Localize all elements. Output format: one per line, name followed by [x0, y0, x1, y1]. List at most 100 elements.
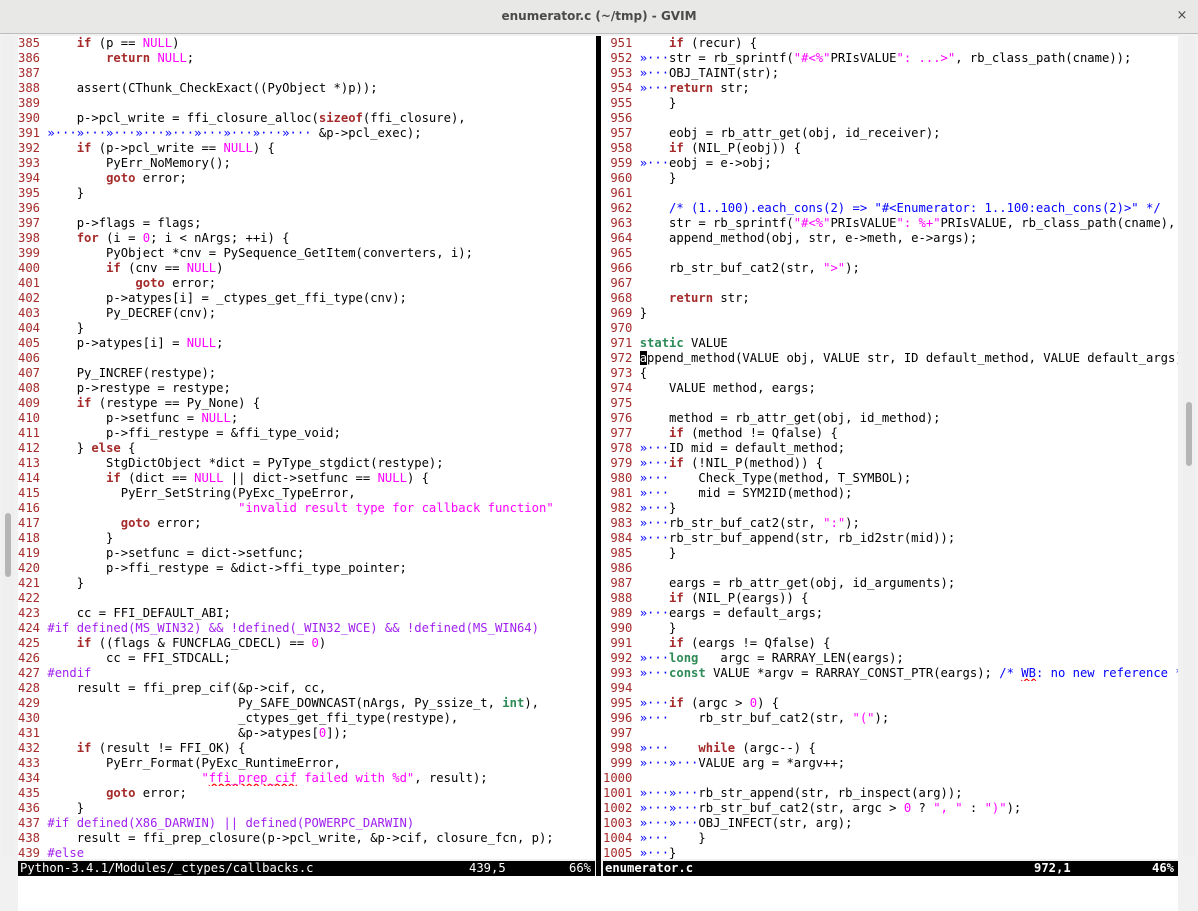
- code-line[interactable]: 397 p->flags = flags;: [18, 216, 595, 231]
- code-line[interactable]: 394 goto error;: [18, 171, 595, 186]
- code-line[interactable]: 1004 »··· }: [603, 831, 1178, 846]
- right-scrollbar[interactable]: [1183, 36, 1195, 856]
- code-line[interactable]: 1005 »···}: [603, 846, 1178, 859]
- code-line[interactable]: 997: [603, 726, 1178, 741]
- code-line[interactable]: 386 return NULL;: [18, 51, 595, 66]
- code-line[interactable]: 998 »··· while (argc--) {: [603, 741, 1178, 756]
- code-line[interactable]: 420 p->ffi_restype = &dict->ffi_type_poi…: [18, 561, 595, 576]
- code-line[interactable]: 991 if (eargs != Qfalse) {: [603, 636, 1178, 651]
- code-line[interactable]: 1001 »···»···rb_str_append(str, rb_inspe…: [603, 786, 1178, 801]
- code-line[interactable]: 419 p->setfunc = dict->setfunc;: [18, 546, 595, 561]
- code-line[interactable]: 981 »··· mid = SYM2ID(method);: [603, 486, 1178, 501]
- code-line[interactable]: 1002 »···»···rb_str_buf_cat2(str, argc >…: [603, 801, 1178, 816]
- code-line[interactable]: 984 »···rb_str_buf_append(str, rb_id2str…: [603, 531, 1178, 546]
- code-line[interactable]: 404 }: [18, 321, 595, 336]
- code-line[interactable]: 977 if (method != Qfalse) {: [603, 426, 1178, 441]
- code-line[interactable]: 410 p->setfunc = NULL;: [18, 411, 595, 426]
- code-line[interactable]: 430 _ctypes_get_ffi_type(restype),: [18, 711, 595, 726]
- code-line[interactable]: 988 if (NIL_P(eargs)) {: [603, 591, 1178, 606]
- code-line[interactable]: 392 if (p->pcl_write == NULL) {: [18, 141, 595, 156]
- code-line[interactable]: 409 if (restype == Py_None) {: [18, 396, 595, 411]
- code-line[interactable]: 437 #if defined(X86_DARWIN) || defined(P…: [18, 816, 595, 831]
- code-line[interactable]: 992 »···long argc = RARRAY_LEN(eargs);: [603, 651, 1178, 666]
- code-line[interactable]: 955 }: [603, 96, 1178, 111]
- code-line[interactable]: 952 »···str = rb_sprintf("#<%"PRIsVALUE"…: [603, 51, 1178, 66]
- code-line[interactable]: 401 goto error;: [18, 276, 595, 291]
- code-line[interactable]: 388 assert(CThunk_CheckExact((PyObject *…: [18, 81, 595, 96]
- code-line[interactable]: 972 append_method(VALUE obj, VALUE str, …: [603, 351, 1178, 366]
- code-line[interactable]: 416 "invalid result type for callback fu…: [18, 501, 595, 516]
- code-line[interactable]: 400 if (cnv == NULL): [18, 261, 595, 276]
- code-line[interactable]: 412 } else {: [18, 441, 595, 456]
- code-line[interactable]: 1000: [603, 771, 1178, 786]
- code-line[interactable]: 408 p->restype = restype;: [18, 381, 595, 396]
- code-line[interactable]: 398 for (i = 0; i < nArgs; ++i) {: [18, 231, 595, 246]
- code-line[interactable]: 406: [18, 351, 595, 366]
- code-line[interactable]: 976 method = rb_attr_get(obj, id_method)…: [603, 411, 1178, 426]
- command-line[interactable]: [18, 876, 1178, 911]
- code-line[interactable]: 433 PyErr_Format(PyExc_RuntimeError,: [18, 756, 595, 771]
- vertical-split-divider[interactable]: [595, 36, 603, 877]
- code-line[interactable]: 411 p->ffi_restype = &ffi_type_void;: [18, 426, 595, 441]
- code-line[interactable]: 424 #if defined(MS_WIN32) && !defined(_W…: [18, 621, 595, 636]
- right-editor-pane[interactable]: 951 if (recur) { 952 »···str = rb_sprint…: [603, 36, 1178, 859]
- code-line[interactable]: 390 p->pcl_write = ffi_closure_alloc(siz…: [18, 111, 595, 126]
- code-line[interactable]: 421 }: [18, 576, 595, 591]
- code-line[interactable]: 393 PyErr_NoMemory();: [18, 156, 595, 171]
- code-line[interactable]: 973 {: [603, 366, 1178, 381]
- code-line[interactable]: 958 if (NIL_P(eobj)) {: [603, 141, 1178, 156]
- code-line[interactable]: 996 »··· rb_str_buf_cat2(str, "(");: [603, 711, 1178, 726]
- left-scrollbar-thumb[interactable]: [5, 513, 11, 577]
- left-scrollbar[interactable]: [2, 36, 14, 856]
- code-line[interactable]: 413 StgDictObject *dict = PyType_stgdict…: [18, 456, 595, 471]
- code-line[interactable]: 982 »···}: [603, 501, 1178, 516]
- code-line[interactable]: 387: [18, 66, 595, 81]
- code-line[interactable]: 396: [18, 201, 595, 216]
- code-line[interactable]: 975: [603, 396, 1178, 411]
- code-line[interactable]: 960 }: [603, 171, 1178, 186]
- left-statusline[interactable]: Python-3.4.1/Modules/_ctypes/callbacks.c…: [18, 861, 595, 876]
- code-line[interactable]: 391 »···»···»···»···»···»···»···»···»···…: [18, 126, 595, 141]
- code-line[interactable]: 1003 »···»···OBJ_INFECT(str, arg);: [603, 816, 1178, 831]
- code-line[interactable]: 990 }: [603, 621, 1178, 636]
- code-line[interactable]: 983 »···rb_str_buf_cat2(str, ":");: [603, 516, 1178, 531]
- code-line[interactable]: 399 PyObject *cnv = PySequence_GetItem(c…: [18, 246, 595, 261]
- code-line[interactable]: 969 }: [603, 306, 1178, 321]
- code-line[interactable]: 994: [603, 681, 1178, 696]
- code-line[interactable]: 959 »···eobj = e->obj;: [603, 156, 1178, 171]
- code-line[interactable]: 438 result = ffi_prep_closure(p->pcl_wri…: [18, 831, 595, 846]
- code-line[interactable]: 434 "ffi_prep_cif failed with %d", resul…: [18, 771, 595, 786]
- code-line[interactable]: 407 Py_INCREF(restype);: [18, 366, 595, 381]
- code-line[interactable]: 395 }: [18, 186, 595, 201]
- code-line[interactable]: 389: [18, 96, 595, 111]
- code-line[interactable]: 436 }: [18, 801, 595, 816]
- code-line[interactable]: 954 »···return str;: [603, 81, 1178, 96]
- code-line[interactable]: 993 »···const VALUE *argv = RARRAY_CONST…: [603, 666, 1178, 681]
- code-line[interactable]: 978 »···ID mid = default_method;: [603, 441, 1178, 456]
- code-line[interactable]: 957 eobj = rb_attr_get(obj, id_receiver)…: [603, 126, 1178, 141]
- right-statusline[interactable]: enumerator.c 972,1 46%: [603, 861, 1178, 876]
- left-editor-pane[interactable]: 385 if (p == NULL)386 return NULL;387 38…: [18, 36, 595, 859]
- code-line[interactable]: 999 »···»···VALUE arg = *argv++;: [603, 756, 1178, 771]
- code-line[interactable]: 980 »··· Check_Type(method, T_SYMBOL);: [603, 471, 1178, 486]
- code-line[interactable]: 951 if (recur) {: [603, 36, 1178, 51]
- code-line[interactable]: 405 p->atypes[i] = NULL;: [18, 336, 595, 351]
- code-line[interactable]: 417 goto error;: [18, 516, 595, 531]
- code-line[interactable]: 432 if (result != FFI_OK) {: [18, 741, 595, 756]
- code-line[interactable]: 985 }: [603, 546, 1178, 561]
- code-line[interactable]: 986: [603, 561, 1178, 576]
- code-line[interactable]: 968 return str;: [603, 291, 1178, 306]
- code-line[interactable]: 953 »···OBJ_TAINT(str);: [603, 66, 1178, 81]
- code-line[interactable]: 402 p->atypes[i] = _ctypes_get_ffi_type(…: [18, 291, 595, 306]
- code-line[interactable]: 965: [603, 246, 1178, 261]
- code-line[interactable]: 403 Py_DECREF(cnv);: [18, 306, 595, 321]
- code-line[interactable]: 428 result = ffi_prep_cif(&p->cif, cc,: [18, 681, 595, 696]
- close-icon[interactable]: ×: [1176, 8, 1188, 23]
- code-line[interactable]: 427 #endif: [18, 666, 595, 681]
- code-line[interactable]: 439 #else: [18, 846, 595, 859]
- code-line[interactable]: 971 static VALUE: [603, 336, 1178, 351]
- code-line[interactable]: 979 »···if (!NIL_P(method)) {: [603, 456, 1178, 471]
- code-line[interactable]: 431 &p->atypes[0]);: [18, 726, 595, 741]
- code-line[interactable]: 422: [18, 591, 595, 606]
- code-line[interactable]: 987 eargs = rb_attr_get(obj, id_argument…: [603, 576, 1178, 591]
